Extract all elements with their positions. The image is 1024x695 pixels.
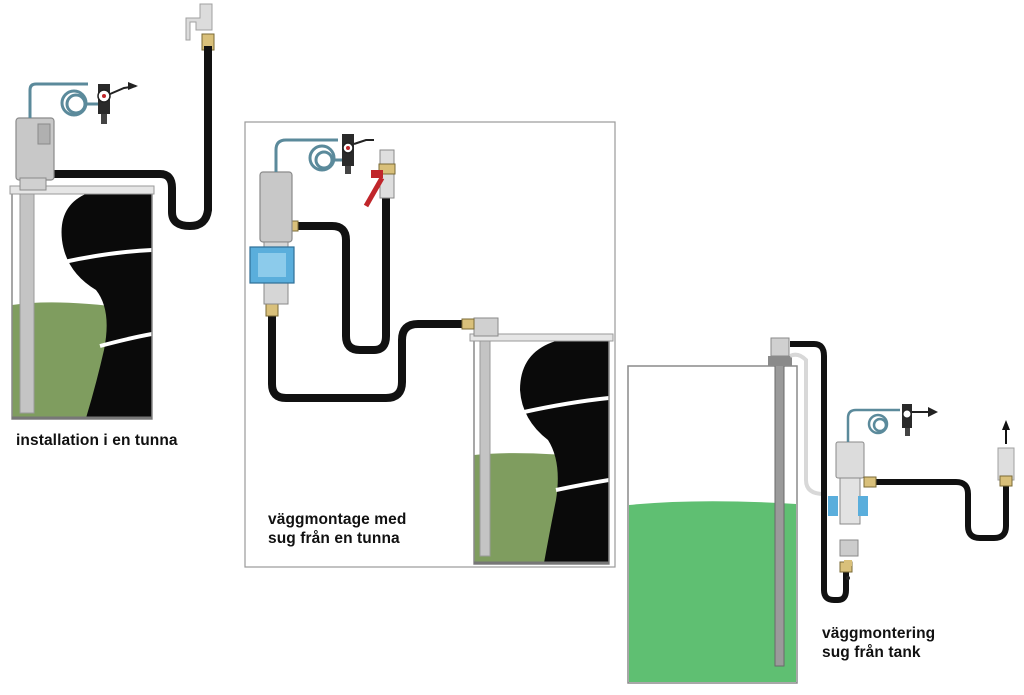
caption-wall-barrel-line2: sug från en tunna [268, 530, 400, 547]
fluid [629, 501, 796, 682]
vent-line [789, 352, 825, 496]
air-hose [28, 82, 98, 118]
air-filter-regulator-icon [902, 404, 938, 436]
caption-barrel-text: installation i en tunna [16, 432, 178, 449]
outlet-hose [294, 196, 390, 354]
outlet-nozzle-icon [185, 3, 215, 51]
caption-wall-tank-line2: sug från tank [822, 644, 921, 661]
suction-tube [774, 351, 785, 667]
caption-wall-mount-tank: väggmontering sug från tank [822, 624, 935, 662]
air-hose [274, 138, 342, 172]
pump-icon [835, 441, 865, 557]
caption-wall-mount-barrel: väggmontage med sug från en tunna [268, 510, 406, 548]
scene-barrel-installation [9, 3, 215, 420]
barrel-liner [520, 341, 609, 563]
barrel-2 [474, 341, 609, 563]
air-filter-regulator-icon [342, 134, 374, 174]
scene-wall-mount-tank [627, 337, 1015, 684]
caption-wall-tank-line1: väggmontering [822, 625, 936, 642]
scene-wall-mount-barrel [244, 121, 616, 568]
air-hose [846, 408, 900, 442]
air-filter-regulator-icon [97, 82, 138, 124]
wall-bracket-icon [249, 246, 295, 284]
outlet-nozzle-icon [997, 420, 1015, 487]
caption-wall-barrel-line1: väggmontage med [268, 511, 407, 528]
barrel-liner [61, 193, 152, 418]
wall-bracket-icon [828, 496, 868, 516]
suction-hose [790, 341, 849, 603]
suction-tube [19, 193, 35, 414]
barrel-1 [12, 193, 152, 418]
pump-icon [15, 117, 55, 191]
caption-barrel-installation: installation i en tunna [16, 431, 178, 450]
suction-hose [268, 312, 466, 402]
suction-tube [479, 341, 491, 557]
ball-valve-icon [363, 149, 396, 208]
pump-icon [259, 171, 293, 305]
fluid-hose [46, 46, 212, 230]
outlet-hose [872, 479, 1009, 541]
loose-fittings [844, 560, 852, 580]
